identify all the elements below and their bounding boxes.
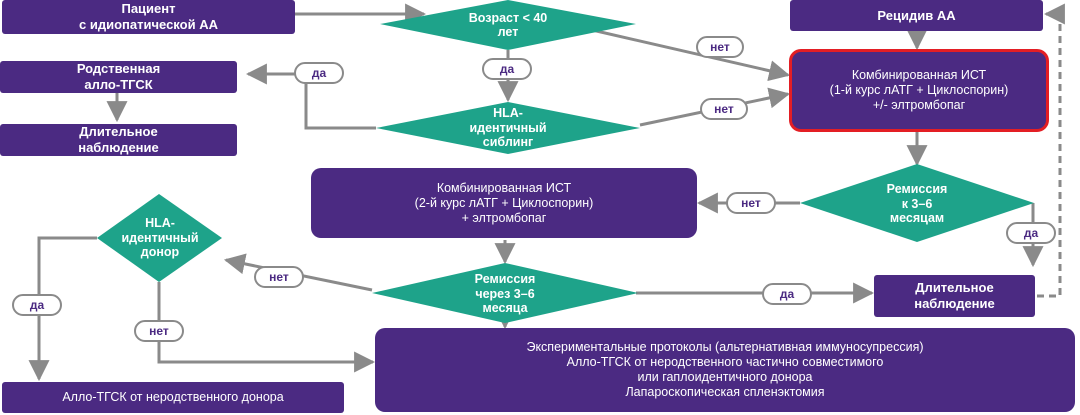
label-rem2-no: нет [254, 266, 304, 288]
decision-hla-sibling: HLA- идентичный сиблинг [469, 106, 547, 150]
decision-remission-after: Ремиссия через 3–6 месяца [474, 272, 536, 316]
diamond-hla-donor [97, 194, 222, 282]
label-age-yes: да [482, 58, 532, 80]
diamond-hla-sibling [376, 102, 640, 154]
node-patient: Пациент с идиопатической АА [2, 0, 295, 34]
edge-age-ist1 [591, 28, 791, 82]
label-donor-no: нет [134, 320, 184, 342]
node-relapse: Рецидив АА [790, 0, 1043, 31]
node-ist-second: Комбинированная ИСТ (2-й курс лАТГ + Цик… [311, 168, 697, 238]
label-rem1-yes: да [1006, 222, 1056, 244]
node-ist-first: Комбинированная ИСТ (1-й курс лАТГ + Цик… [789, 49, 1049, 132]
label-age-no: нет [696, 36, 744, 58]
label-sibling-no: нет [700, 98, 748, 120]
edge-sibling-related [245, 63, 376, 130]
decision-remission-3-6: Ремиссия к 3–6 месяцам [886, 182, 948, 226]
node-unrelated-hsct: Алло-ТГСК от неродственного донора [2, 382, 344, 413]
node-long-followup-right: Длительное наблюдение [874, 275, 1035, 317]
decision-hla-donor: HLA- идентичный донор [121, 216, 199, 260]
edge-followup-relapse-dashed [1037, 3, 1065, 298]
node-related-hsct: Родственная алло-ТГСК [0, 61, 237, 93]
diamond-age [380, 0, 636, 50]
label-rem1-no: нет [726, 192, 776, 214]
node-long-followup-left: Длительное наблюдение [0, 124, 237, 156]
label-rem2-yes: да [762, 283, 812, 305]
diamond-remission-after [372, 263, 638, 323]
node-experimental: Экспериментальные протоколы (альтернатив… [375, 328, 1075, 412]
edge-donor-experimental [157, 282, 376, 373]
label-sibling-yes: да [294, 62, 344, 84]
edge-donor-unrelated [28, 236, 97, 382]
decision-age: Возраст < 40 лет [468, 10, 548, 39]
label-donor-yes: да [12, 294, 62, 316]
diamond-remission-3-6 [800, 164, 1034, 242]
